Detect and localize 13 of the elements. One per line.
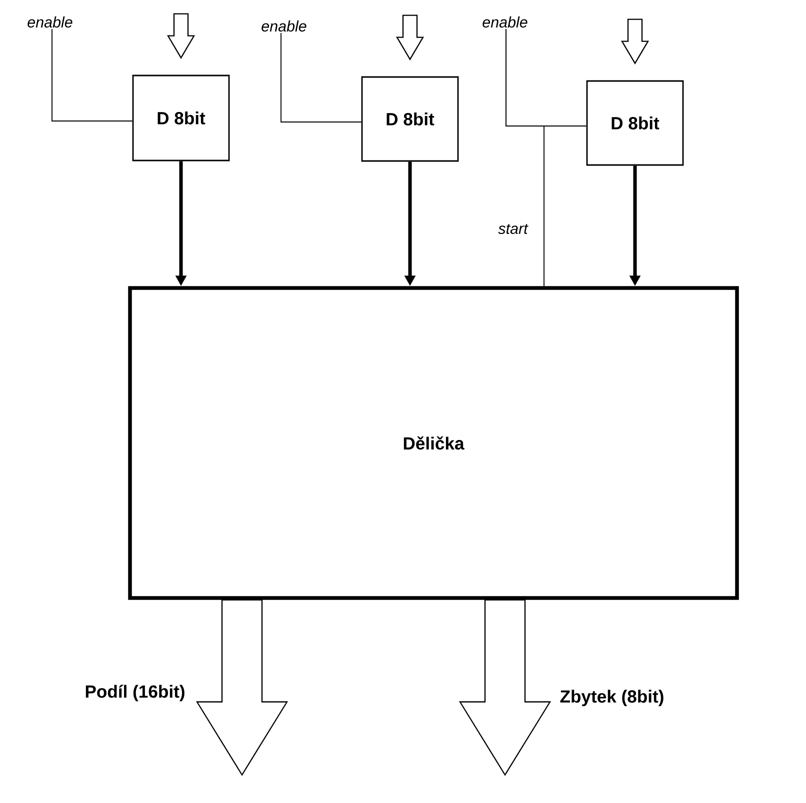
signal-line [280, 32, 362, 122]
edge-label: start [497, 222, 529, 236]
register-box: D 8bit [586, 80, 684, 166]
register-box: D 8bit [132, 74, 230, 162]
signal-line [52, 28, 133, 122]
signal-label: enable [482, 16, 528, 28]
edge-label: Zbytek (8bit) [558, 688, 666, 708]
signal-label: enable [262, 20, 306, 32]
edge-label: Podíl (16bit) [84, 684, 186, 702]
signal-label: enable [28, 16, 72, 28]
register-box: D 8bit [361, 76, 459, 162]
signal-line [506, 28, 544, 287]
divider-block: Dělička [128, 286, 739, 600]
